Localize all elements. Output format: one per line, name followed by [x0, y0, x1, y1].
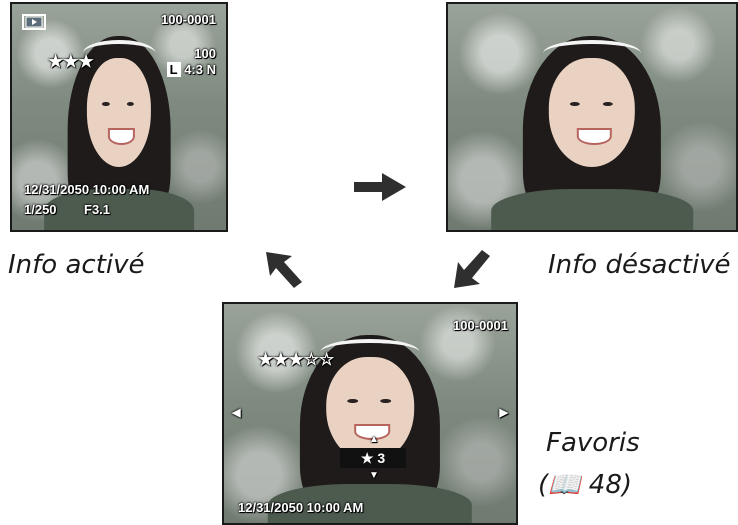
rating-stars: ★★★☆☆ — [258, 350, 334, 370]
screen-info-off — [446, 2, 738, 232]
frame-count: 100 — [194, 46, 216, 61]
caption-info-on: Info activé — [8, 250, 145, 280]
size-text: 4:3 N — [184, 62, 216, 77]
image-size: L 4:3 N — [166, 62, 216, 77]
portrait-photo — [224, 304, 516, 523]
up-arrow-icon: ▲ — [369, 434, 379, 445]
stars-empty: ☆☆ — [303, 350, 335, 369]
arrow-down-left-icon — [454, 250, 490, 288]
shutter-speed: 1/250 — [24, 202, 57, 217]
previous-arrow-icon: ◀ — [232, 407, 241, 419]
down-arrow-icon: ▼ — [369, 470, 379, 481]
date-time: 12/31/2050 10:00 AM — [238, 500, 364, 515]
arrow-right-icon — [354, 173, 406, 201]
file-number: 100-0001 — [161, 12, 216, 27]
caption-info-off: Info désactivé — [548, 250, 731, 280]
portrait-photo — [12, 4, 226, 230]
aperture: F3.1 — [84, 202, 111, 217]
size-badge: L — [166, 62, 181, 77]
stars-filled: ★★★ — [258, 350, 304, 369]
caption-favorites: Favoris — [546, 428, 640, 458]
screen-info-on: 100-0001 100 L 4:3 N ★★★ 12/31/2050 10:0… — [10, 2, 228, 232]
rating-stars: ★★★ — [48, 52, 94, 71]
rating-selector: ★ 3 — [340, 448, 406, 468]
caption-favorites-ref: (📖 48) — [538, 470, 632, 500]
page-reference: (📖 48) — [538, 470, 633, 500]
arrow-up-left-icon — [266, 252, 302, 288]
screen-favorites: 100-0001 ★★★☆☆ ◀ ▶ ▲ ★ 3 ▼ 12/31/2050 10… — [222, 302, 518, 525]
file-number: 100-0001 — [453, 318, 508, 333]
next-arrow-icon: ▶ — [499, 407, 508, 419]
portrait-photo — [448, 4, 736, 230]
play-mode-icon — [22, 14, 46, 30]
date-time: 12/31/2050 10:00 AM — [24, 182, 150, 197]
